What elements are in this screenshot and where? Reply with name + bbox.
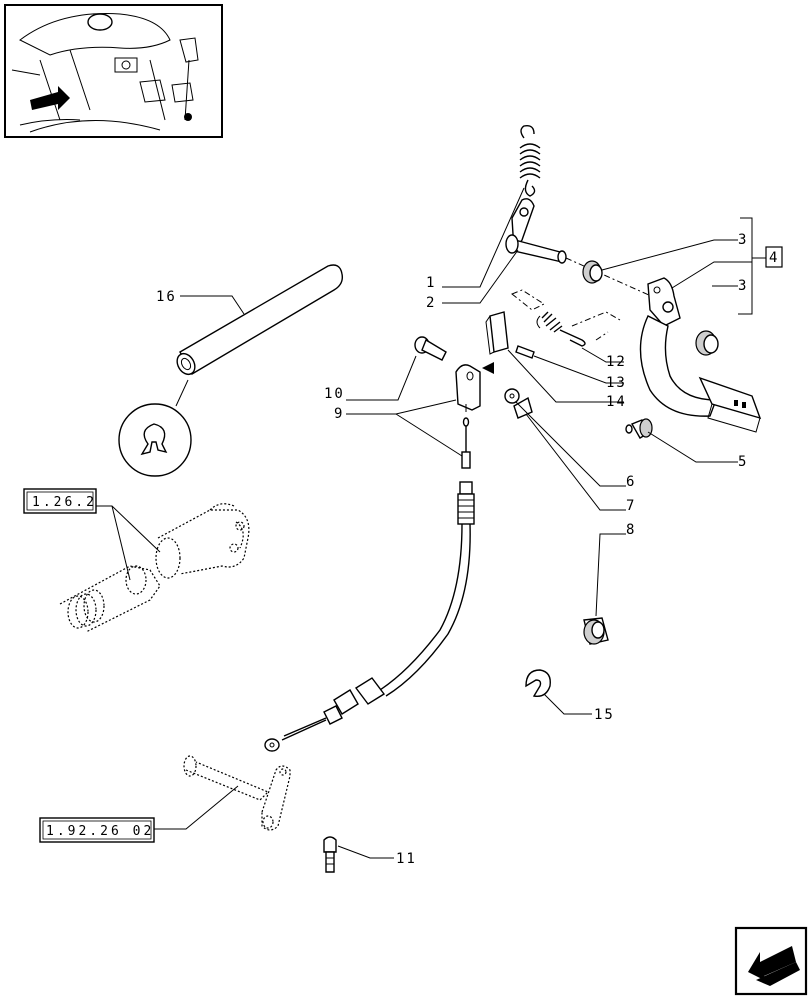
callout-13: 13 bbox=[606, 375, 627, 391]
reference-link-bottom[interactable]: 1.92.26 02 bbox=[39, 817, 155, 843]
callout-1: 1 bbox=[426, 275, 436, 291]
reference-bottom-label: 1.92.26 02 bbox=[46, 824, 154, 839]
reference-top-label: 1.26.2 bbox=[32, 495, 97, 510]
clip-part-15 bbox=[525, 669, 551, 697]
callout-labels: 1 2 3 3 5 6 7 8 9 10 11 12 13 14 15 16 bbox=[156, 232, 748, 867]
bushing-part-3b bbox=[695, 330, 719, 356]
spring-part bbox=[519, 124, 541, 197]
shaft-assembly-part bbox=[59, 503, 250, 633]
callout-6: 6 bbox=[626, 474, 636, 490]
reference-link-top[interactable]: 1.26.2 bbox=[23, 488, 97, 514]
callout-3a: 3 bbox=[738, 232, 748, 248]
callout-9: 9 bbox=[334, 406, 344, 422]
callout-11: 11 bbox=[396, 851, 417, 867]
pedal-lever-part bbox=[505, 198, 567, 264]
pedal-part-4 bbox=[639, 277, 762, 433]
pin-part-13 bbox=[515, 345, 535, 359]
spring-part-12 bbox=[536, 311, 586, 347]
cable-part bbox=[264, 417, 475, 752]
bolt-part-11 bbox=[323, 836, 337, 873]
callout-8: 8 bbox=[626, 522, 636, 538]
callout-14: 14 bbox=[606, 394, 627, 410]
callout-15: 15 bbox=[594, 707, 615, 723]
callout-7: 7 bbox=[626, 498, 636, 514]
washer-part-6 bbox=[504, 388, 520, 404]
leader-lines bbox=[96, 187, 766, 859]
back-arrow-icon[interactable] bbox=[734, 926, 808, 996]
pin-part-10 bbox=[414, 336, 447, 361]
callout-4: 4 bbox=[769, 250, 779, 266]
callout-5: 5 bbox=[738, 454, 748, 470]
callout-16: 16 bbox=[156, 289, 177, 305]
pedal-shaft-part bbox=[183, 755, 291, 831]
callout-10: 10 bbox=[324, 386, 345, 402]
stop-part-5 bbox=[625, 418, 653, 439]
bushing-part-8 bbox=[583, 617, 609, 645]
clevis-part-9 bbox=[455, 364, 481, 412]
callout-3b: 3 bbox=[738, 278, 748, 294]
callout-12: 12 bbox=[606, 354, 627, 370]
bushing-part-3a bbox=[582, 260, 603, 284]
callout-2: 2 bbox=[426, 295, 436, 311]
location-thumbnail[interactable] bbox=[4, 4, 223, 138]
tube-section-detail bbox=[118, 403, 192, 477]
tube-part-16 bbox=[176, 264, 344, 376]
bracket-part-14 bbox=[485, 311, 509, 355]
callout-4-box: 4 bbox=[765, 246, 783, 268]
